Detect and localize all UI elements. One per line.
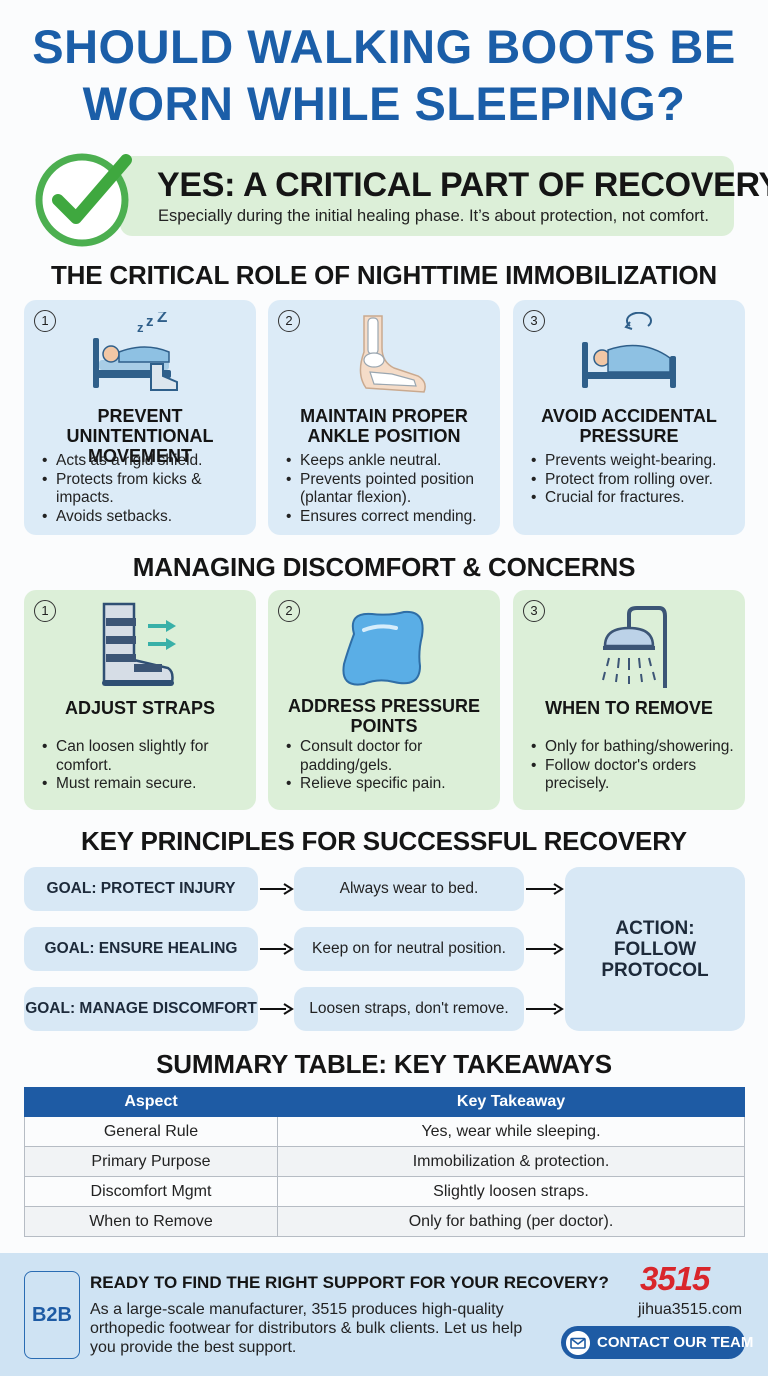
card-bullet: Avoids setbacks. (42, 508, 248, 527)
shower-icon (602, 606, 667, 688)
card-bullet: Must remain secure. (42, 775, 248, 794)
card-title: MAINTAIN PROPER ANKLE POSITION (300, 406, 468, 446)
svg-text:z: z (146, 313, 154, 330)
table-row: When to Remove Only for bathing (per doc… (24, 1206, 745, 1237)
card-number: 2 (278, 600, 300, 622)
card-bullet: Crucial for fractures. (531, 489, 737, 508)
action-label: ACTION: FOLLOW PROTOCOL (601, 917, 709, 981)
goal-pill: GOAL: ENSURE HEALING (24, 927, 258, 971)
card-bullet: Protect from rolling over. (531, 471, 737, 490)
card-prevent-movement: 1 z z Z PREVENT UNINTENTIONAL MOVEMENT A… (24, 300, 256, 535)
arrow-right-icon (526, 1003, 564, 1015)
table-cell: Discomfort Mgmt (24, 1176, 278, 1207)
card-bullets: Only for bathing/showering. Follow docto… (531, 738, 737, 794)
card-title: WHEN TO REMOVE (545, 698, 713, 718)
card-bullets: Acts as a rigid shield. Protects from ki… (42, 452, 248, 526)
section-summary-heading: SUMMARY TABLE: KEY TAKEAWAYS (156, 1049, 612, 1079)
table-row: Discomfort Mgmt Slightly loosen straps. (24, 1176, 745, 1207)
rolling-bed-icon (582, 312, 676, 388)
card-number: 1 (34, 310, 56, 332)
boot-straps-icon (102, 602, 176, 686)
card-bullets: Prevents weight-bearing. Protect from ro… (531, 452, 737, 508)
card-bullets: Keeps ankle neutral. Prevents pointed po… (286, 452, 492, 526)
answer-heading: YES: A CRITICAL PART OF RECOVERY. (157, 166, 768, 204)
brand-logo[interactable]: 3515 (640, 1260, 710, 1297)
card-bullets: Consult doctor for padding/gels. Relieve… (286, 738, 492, 794)
arrow-right-icon (526, 943, 564, 955)
card-bullet: Relieve specific pain. (286, 775, 492, 794)
svg-text:Z: Z (157, 312, 167, 326)
card-bullet: Only for bathing/showering. (531, 738, 737, 757)
contact-button[interactable]: CONTACT OUR TEAM (561, 1326, 753, 1359)
gel-pad-icon (342, 610, 424, 686)
contact-button-label: CONTACT OUR TEAM (597, 1334, 754, 1351)
table-row: General Rule Yes, wear while sleeping. (24, 1116, 745, 1147)
svg-text:z: z (137, 320, 144, 335)
arrow-right-icon (260, 943, 294, 955)
table-cell: Primary Purpose (24, 1146, 278, 1177)
answer-banner (120, 156, 734, 236)
card-ankle-position: 2 MAINTAIN PROPER ANKLE POSITION Keeps a… (268, 300, 500, 535)
goal-pill: GOAL: PROTECT INJURY (24, 867, 258, 911)
table-header-aspect: Aspect (24, 1087, 278, 1117)
arrow-right-icon (260, 1003, 294, 1015)
card-avoid-pressure: 3 AVOID ACCIDENTAL PRESSURE Prevents wei… (513, 300, 745, 535)
footer-heading: READY TO FIND THE RIGHT SUPPORT FOR YOUR… (90, 1273, 609, 1292)
card-number: 2 (278, 310, 300, 332)
table-row: Primary Purpose Immobilization & protect… (24, 1146, 745, 1177)
footer-body: As a large-scale manufacturer, 3515 prod… (90, 1301, 523, 1356)
arrow-right-icon (526, 883, 564, 895)
sleeping-bed-icon: z z Z (93, 312, 178, 391)
card-pressure-points: 2 ADDRESS PRESSURE POINTS Consult doctor… (268, 590, 500, 810)
card-bullet: Consult doctor for padding/gels. (286, 738, 492, 775)
card-title: ADJUST STRAPS (64, 698, 216, 718)
step-pill: Always wear to bed. (294, 867, 524, 911)
card-when-to-remove: 3 WHEN TO REMOVE Only for bathing/shower… (513, 590, 745, 810)
card-bullet: Follow doctor's orders precisely. (531, 757, 737, 794)
mail-icon (566, 1331, 590, 1355)
action-box: ACTION: FOLLOW PROTOCOL (565, 867, 745, 1031)
card-bullet: Prevents weight-bearing. (531, 452, 737, 471)
table-cell: Only for bathing (per doctor). (277, 1206, 745, 1237)
b2b-badge: B2B (24, 1271, 80, 1359)
card-title: AVOID ACCIDENTAL PRESSURE (541, 406, 717, 446)
table-cell: General Rule (24, 1116, 278, 1147)
section-discomfort-heading: MANAGING DISCOMFORT & CONCERNS (132, 552, 636, 582)
card-bullet: Prevents pointed position (plantar flexi… (286, 471, 492, 508)
card-number: 1 (34, 600, 56, 622)
table-header-row: Aspect Key Takeaway (24, 1087, 745, 1117)
step-pill: Keep on for neutral position. (294, 927, 524, 971)
table-header-takeaway: Key Takeaway (277, 1087, 745, 1117)
table-cell: Immobilization & protection. (277, 1146, 745, 1177)
table-cell: When to Remove (24, 1206, 278, 1237)
goal-pill: GOAL: MANAGE DISCOMFORT (24, 987, 258, 1031)
step-pill: Loosen straps, don't remove. (294, 987, 524, 1031)
table-cell: Yes, wear while sleeping. (277, 1116, 745, 1147)
page-title-line2: WORN WHILE SLEEPING? (82, 77, 686, 130)
card-title: ADDRESS PRESSURE POINTS (287, 696, 481, 736)
card-adjust-straps: 1 ADJUST STRAPS Can loosen slightly for … (24, 590, 256, 810)
ankle-bone-icon (359, 315, 426, 393)
website-link[interactable]: jihua3515.com (638, 1301, 743, 1318)
answer-subtext: Especially during the initial healing ph… (158, 207, 709, 225)
card-bullet: Can loosen slightly for comfort. (42, 738, 248, 775)
section-principles-heading: KEY PRINCIPLES FOR SUCCESSFUL RECOVERY (81, 826, 687, 856)
check-circle-icon (35, 153, 132, 247)
arrow-right-icon (260, 883, 294, 895)
card-bullet: Ensures correct mending. (286, 508, 492, 527)
card-number: 3 (523, 600, 545, 622)
summary-table: Aspect Key Takeaway General Rule Yes, we… (24, 1087, 745, 1237)
card-bullet: Protects from kicks & impacts. (42, 471, 248, 508)
card-bullet: Keeps ankle neutral. (286, 452, 492, 471)
page-title-line1: SHOULD WALKING BOOTS BE (32, 20, 736, 73)
card-bullets: Can loosen slightly for comfort. Must re… (42, 738, 248, 794)
table-cell: Slightly loosen straps. (277, 1176, 745, 1207)
page-title: SHOULD WALKING BOOTS BE WORN WHILE SLEEP… (0, 18, 768, 132)
section-immobilization-heading: THE CRITICAL ROLE OF NIGHTTIME IMMOBILIZ… (51, 260, 717, 290)
card-bullet: Acts as a rigid shield. (42, 452, 248, 471)
card-number: 3 (523, 310, 545, 332)
